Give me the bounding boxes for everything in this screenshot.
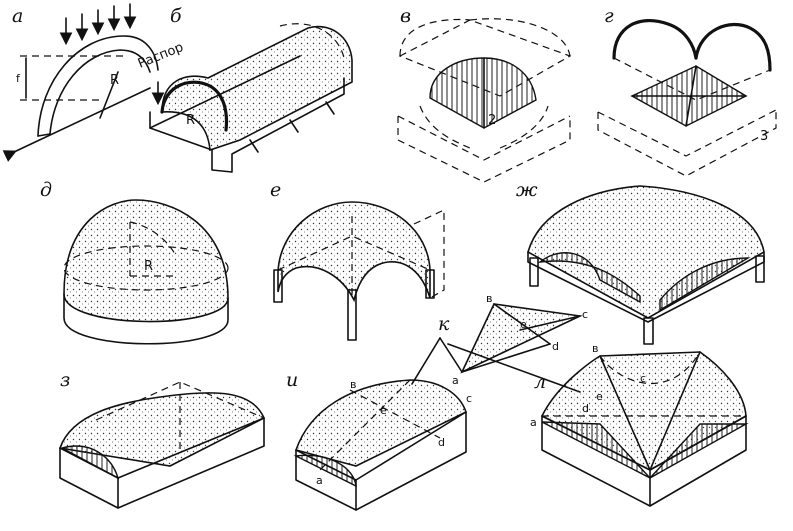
cloister-ribbed-shell [429,57,537,129]
i-point-c: c [466,392,472,405]
i-point-e: e [380,404,387,417]
dome-base-circle [63,245,229,291]
dome-shell [63,199,229,323]
zh-vault-shell [527,185,765,319]
radius-label-d: R [144,259,153,274]
cross-arch-left [612,19,698,60]
label-3: 3 [760,129,768,144]
label-2: 2 [488,113,496,128]
k-point-e: e [520,318,527,331]
l-point-c: c [640,372,646,385]
figure-l-square-cloister: л в c e d a [530,342,749,507]
figure-label-a: а [12,5,23,27]
figure-label-g: г [604,5,614,27]
figure-z-cloister-rect: з [58,369,266,509]
i-point-a: a [316,474,323,487]
figure-g-cross-vault: г 3 [597,5,777,177]
figure-a-arch: а f R Распор [2,3,186,162]
figure-k-triangle-detail: к в e c d a [411,292,588,393]
lunette-left [537,252,641,304]
figure-label-v: в [400,5,411,27]
figure-zh-cloister-on-columns: ж [516,179,765,345]
arch-outer-curve [37,35,159,137]
figure-label-i: и [286,369,298,391]
barrel-beam [149,77,345,173]
figure-v-cloister-vault: в 2 [397,5,572,183]
l-lunette-left [541,421,651,479]
l-point-e: e [596,390,603,403]
figure-label-z: з [60,369,70,391]
radius-label-b: R [186,113,195,128]
arch-inner-curve [49,49,151,135]
figure-label-zh: ж [516,179,538,201]
leader-line-i [411,337,441,385]
column-zh-front [643,317,654,345]
cross-arch-right [694,22,772,72]
figure-label-e: е [270,179,281,201]
z-vault-shell [58,392,266,467]
k-point-b: в [486,292,492,305]
k-point-c: c [582,308,588,321]
k-triangle-panel [460,303,583,374]
k-point-d: d [552,340,559,353]
figure-e-sail-vault: е [270,179,445,341]
l-point-a: a [530,416,537,429]
lunette-right [659,257,751,312]
rise-label: f [16,72,21,85]
thrust-label: Распор [136,40,186,72]
column-back-right [425,269,435,299]
figure-b-barrel-vault: б R [149,5,353,173]
column-zh-left [529,257,539,287]
barrel-end-arch [160,80,229,132]
k-point-a: a [452,374,459,387]
sail-vault-shell [277,201,431,303]
leader-line-l [447,343,581,393]
figure-label-b: б [170,5,182,27]
load-arrows [59,3,137,46]
l-lunette-right [649,423,749,479]
l-point-d: d [582,402,589,415]
base-axis-arrow [2,87,151,162]
i-vault-shell [294,379,467,467]
figure-label-k: к [438,313,450,335]
barrel-shell [161,25,353,152]
l-point-b: в [592,342,598,355]
figure-label-l: л [534,371,546,393]
l-vault-shell [540,351,747,471]
column-zh-right [755,255,765,283]
figure-label-d: д [40,179,52,201]
i-point-d: d [438,436,445,449]
radius-label-a: R [110,73,119,88]
dome-drum [63,293,229,345]
figure-d-dome: д R [40,179,229,345]
figure-i-cloister-diagonals: и в e c d a [286,369,472,511]
i-point-b: в [350,378,356,391]
